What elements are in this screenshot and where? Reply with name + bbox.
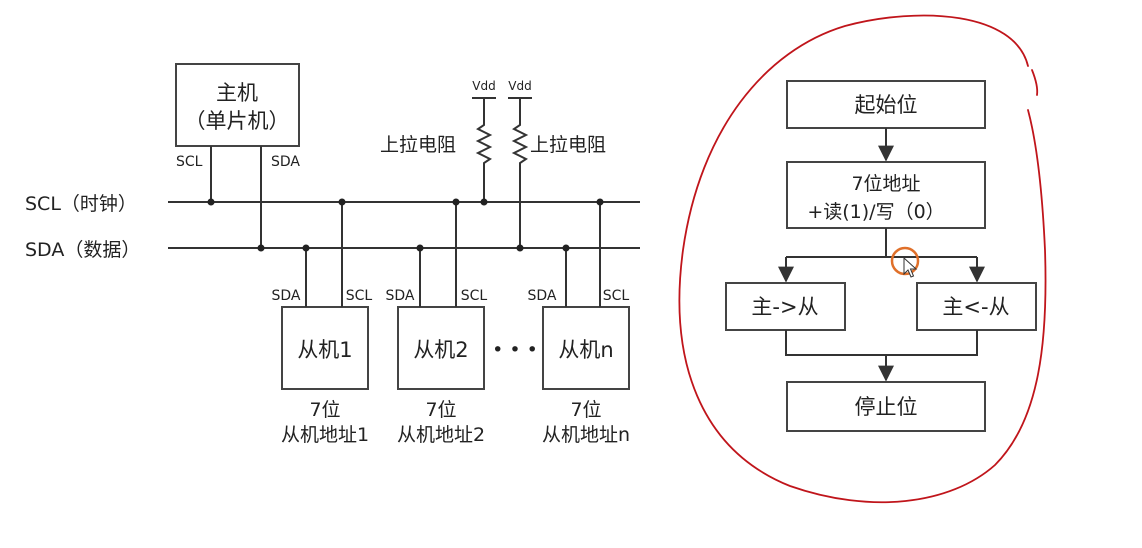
junction-dot — [596, 198, 604, 206]
vdd-label-1: Vdd — [472, 79, 495, 93]
junction-dot — [207, 198, 215, 206]
cursor-highlight-ring — [890, 246, 920, 276]
flow-start-box: 起始位 — [786, 80, 986, 129]
flow-stop-label: 停止位 — [855, 395, 918, 419]
handdrawn-annotation-tail — [1031, 69, 1039, 96]
junction-dot — [562, 244, 570, 252]
slave-device-n: 从机n — [542, 306, 630, 390]
junction-dot — [516, 244, 524, 252]
flow-master-to-slave-label: 主->从 — [751, 295, 818, 319]
junction-dot — [416, 244, 424, 252]
master-title: 主机 — [216, 81, 258, 105]
junction-dot — [338, 198, 346, 206]
slave-scl-pin: SCL — [603, 288, 630, 304]
slave-name: 从机1 — [297, 338, 352, 362]
handdrawn-annotation-loop — [678, 14, 1047, 504]
junction-dot — [480, 198, 488, 206]
master-device: 主机 （单片机） — [175, 63, 300, 147]
flow-address-line2: +读(1)/写（0） — [807, 201, 944, 223]
flow-start-label: 起始位 — [855, 93, 918, 117]
vdd-label-2: Vdd — [508, 79, 531, 93]
slave-sda-pin: SDA — [272, 288, 301, 304]
slave-address-line2: 从机地址1 — [281, 424, 369, 446]
junction-dot — [302, 244, 310, 252]
flow-slave-to-master-box: 主<-从 — [916, 282, 1037, 331]
slave-device-1: 从机1 — [281, 306, 369, 390]
slave-sda-pin: SDA — [386, 288, 415, 304]
flow-stop-box: 停止位 — [786, 381, 986, 432]
slave-name: 从机2 — [413, 338, 468, 362]
slave-address-line1: 7位 — [425, 399, 456, 421]
master-sda-pin: SDA — [271, 154, 300, 170]
master-subtitle: （单片机） — [185, 109, 290, 133]
junction-dot — [452, 198, 460, 206]
flow-merge-line — [785, 330, 978, 356]
slave-scl-pin: SCL — [461, 288, 488, 304]
pullup-resistor-1 — [475, 98, 493, 202]
slave-device-2: 从机2 — [397, 306, 485, 390]
slave-sda-pin: SDA — [528, 288, 557, 304]
slave-address-line1: 7位 — [570, 399, 601, 421]
slave-address-line2: 从机地址n — [542, 424, 630, 446]
flow-slave-to-master-label: 主<-从 — [942, 295, 1009, 319]
junction-dot — [257, 244, 265, 252]
slave-name: 从机n — [558, 338, 613, 362]
pullup-resistor-2 — [511, 98, 529, 248]
pullup-label-right: 上拉电阻 — [530, 134, 606, 156]
slave-scl-pin: SCL — [346, 288, 373, 304]
scl-bus-label: SCL（时钟） — [25, 193, 137, 215]
more-slaves-ellipsis: • • • — [492, 339, 538, 361]
slave-address-line2: 从机地址2 — [397, 424, 485, 446]
flow-address-line1: 7位地址 — [851, 173, 920, 195]
flow-address-box: 7位地址 +读(1)/写（0） — [786, 161, 986, 229]
pullup-label-left: 上拉电阻 — [380, 134, 456, 156]
mouse-pointer-icon — [903, 256, 918, 278]
master-scl-pin: SCL — [176, 154, 203, 170]
slave-address-line1: 7位 — [309, 399, 340, 421]
flow-master-to-slave-box: 主->从 — [725, 282, 846, 331]
sda-bus-label: SDA（数据） — [25, 239, 140, 261]
